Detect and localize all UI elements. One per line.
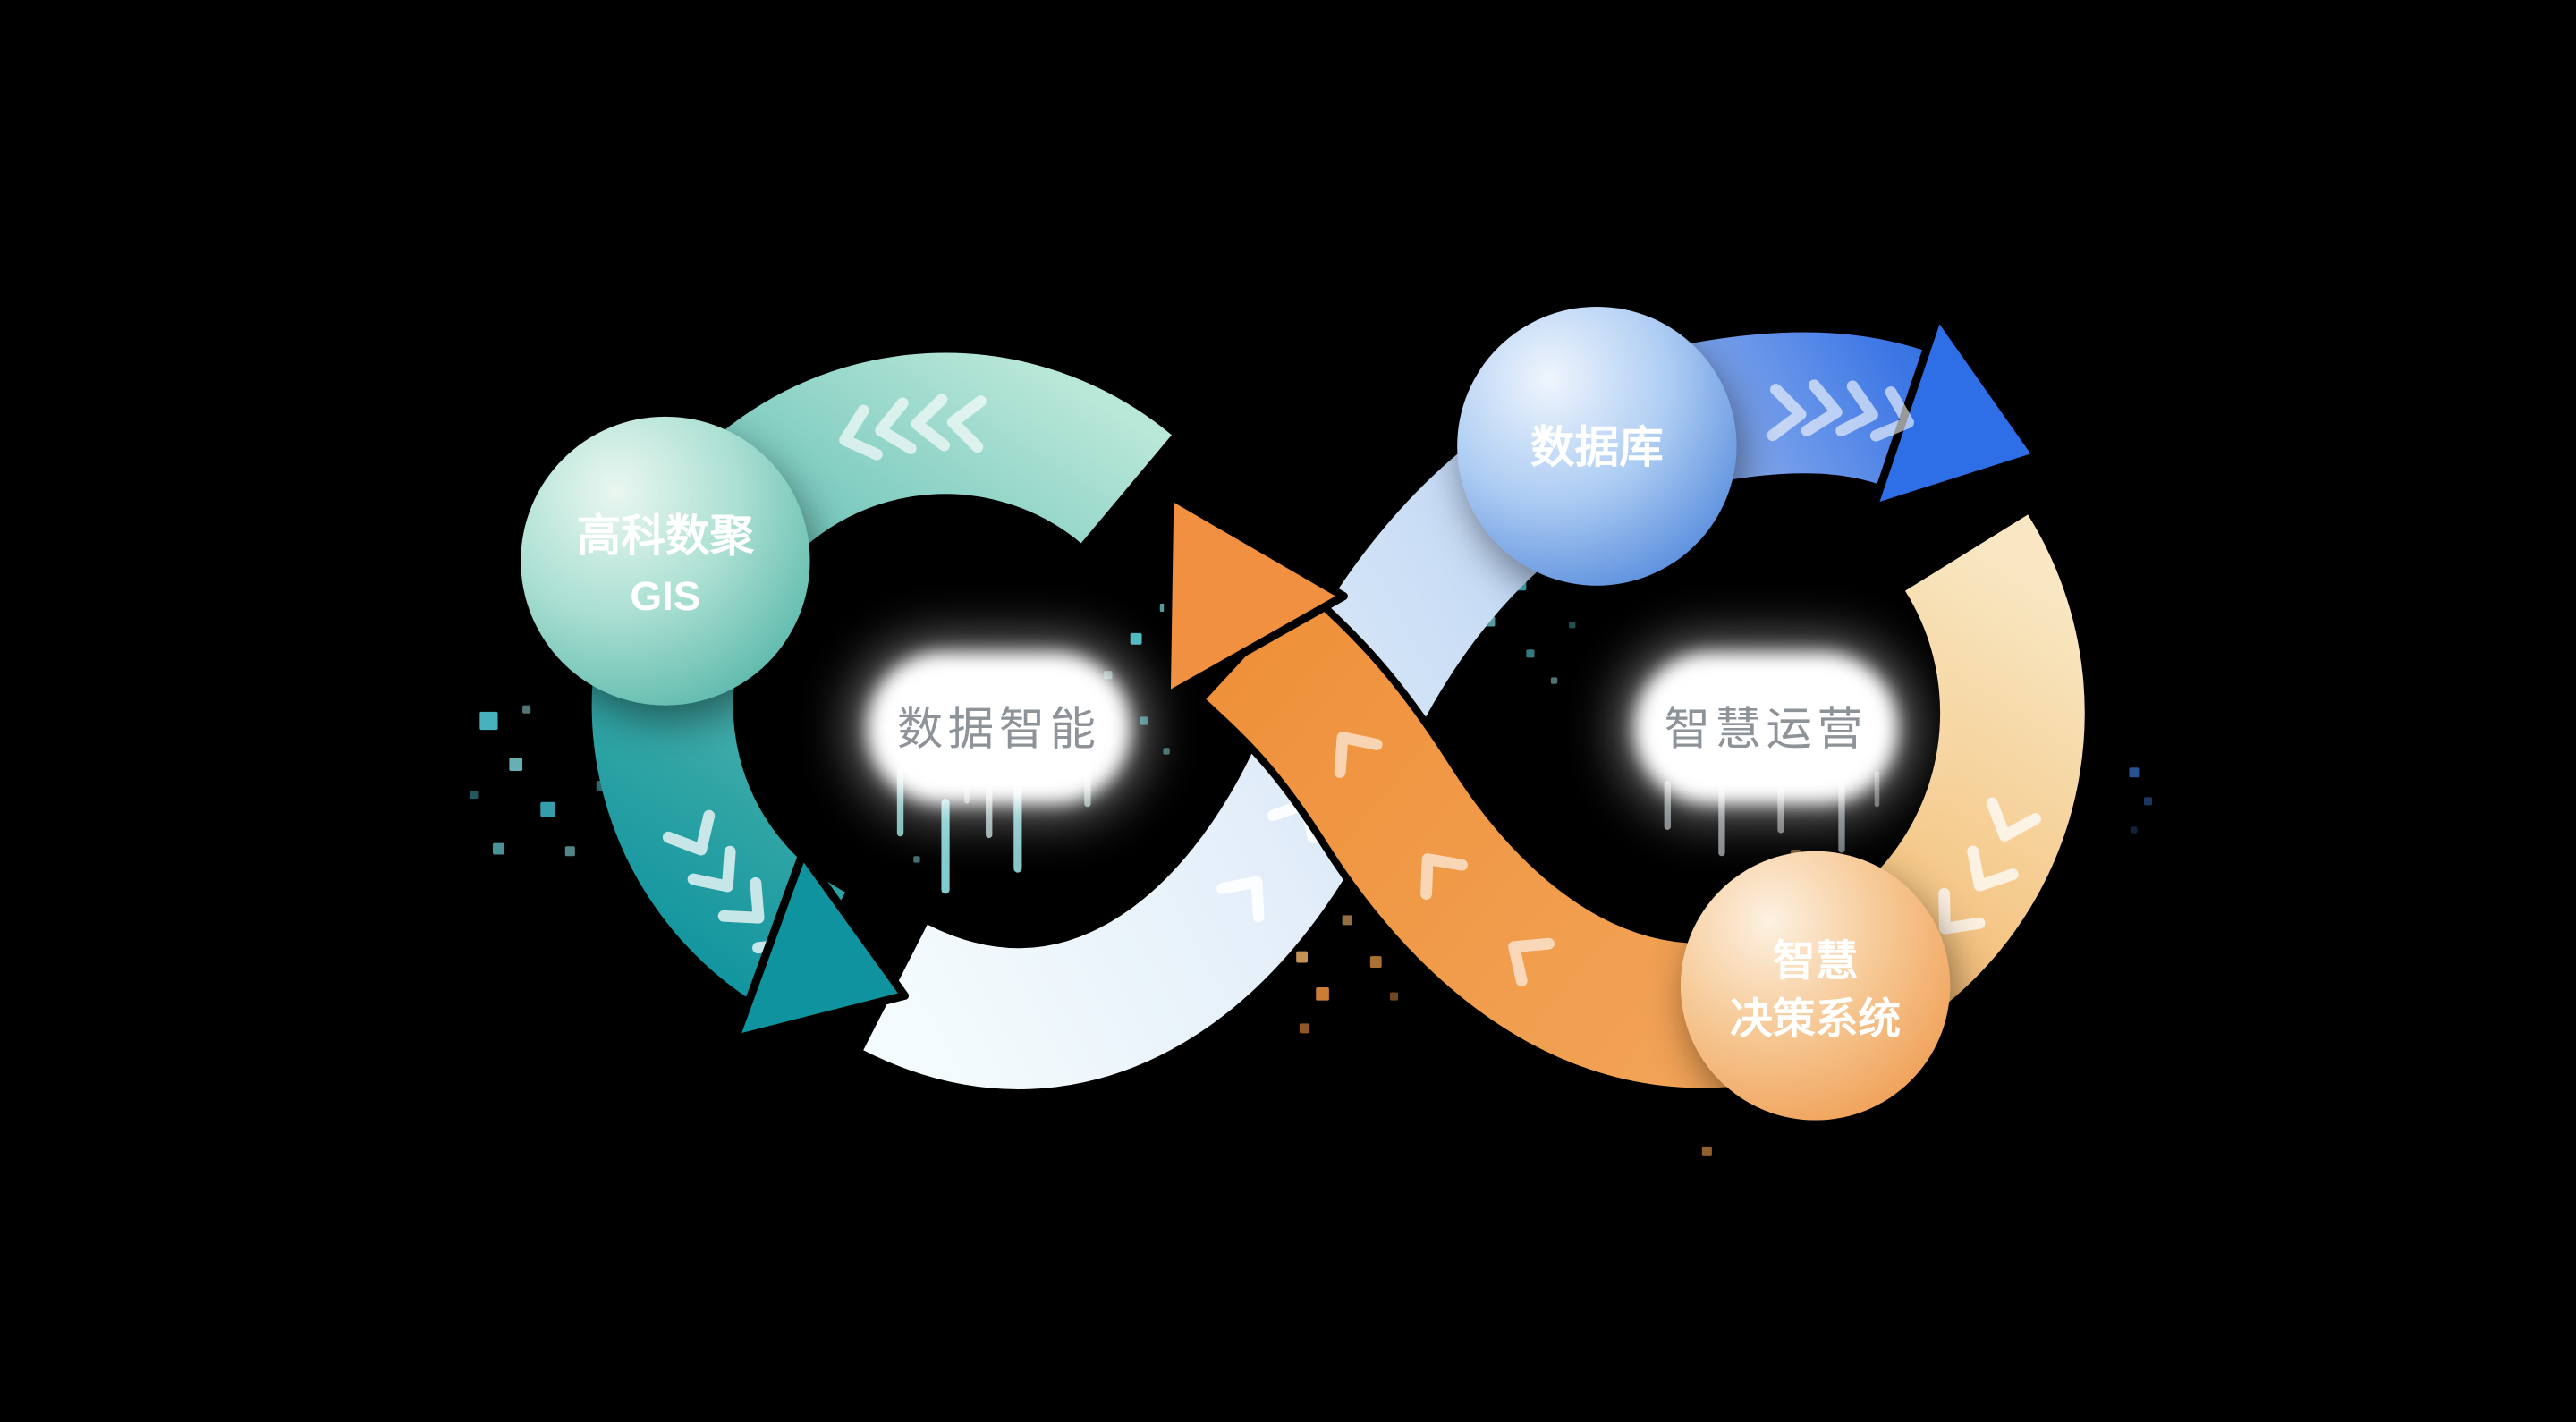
- particle: [1550, 677, 1558, 684]
- particle: [1569, 622, 1576, 629]
- pill-smart-operations: 智慧运营: [1618, 639, 1914, 817]
- chevron-icon: [1967, 845, 2019, 892]
- chevron-icon: [875, 397, 917, 454]
- chevron-icon: [1835, 380, 1878, 437]
- chevron-icon: [946, 395, 987, 453]
- chevron-icon: [1508, 937, 1555, 987]
- particle: [1299, 1023, 1309, 1034]
- chevron-icon: [1986, 797, 2041, 842]
- node-gis-label-line1: 高科数聚: [577, 511, 755, 561]
- particle: [522, 705, 531, 714]
- node-decision-label-line2: 决策系统: [1730, 995, 1901, 1043]
- chevron-icon: [1767, 384, 1807, 442]
- particle: [479, 711, 498, 731]
- particle: [2131, 826, 2138, 834]
- node-gis-label-line2: GIS: [630, 572, 700, 619]
- pill-smart-operations-label: 智慧运营: [1665, 703, 1868, 755]
- pill-background: [867, 652, 1131, 804]
- pill-background: [1634, 652, 1898, 804]
- node-database-label: 数据库: [1530, 422, 1664, 472]
- chevron-icon: [911, 394, 951, 452]
- node-database: 数据库: [1457, 306, 1737, 586]
- chevron-icon: [717, 876, 765, 924]
- chevron-icon: [839, 404, 883, 461]
- cream-band-chevrons: [1938, 797, 2041, 935]
- particle: [564, 846, 575, 857]
- particle: [2143, 797, 2153, 806]
- chevron-icon: [1216, 876, 1265, 923]
- particle: [1130, 632, 1142, 645]
- node-decision-circle: [1680, 851, 1951, 1121]
- particle: [2129, 767, 2140, 778]
- particle: [1389, 992, 1399, 1001]
- node-gis: 高科数聚 GIS: [521, 416, 810, 706]
- chevron-icon: [1334, 732, 1383, 778]
- pill-data-intelligence-label: 数据智能: [897, 703, 1101, 755]
- particle: [941, 799, 950, 894]
- particle: [1163, 748, 1170, 755]
- chevron-icon: [1420, 853, 1468, 900]
- particle: [1701, 1146, 1712, 1156]
- blue-band-chevrons: [1767, 379, 1914, 442]
- pill-data-intelligence: 数据智能: [851, 639, 1148, 817]
- orange-arrowhead-icon: [1162, 491, 1348, 701]
- particle: [1316, 987, 1329, 1001]
- chevron-icon: [662, 809, 716, 856]
- particle: [913, 856, 920, 863]
- node-decision-label-line1: 智慧: [1773, 938, 1858, 986]
- teal-top-chevrons: [839, 394, 987, 461]
- node-database-circle: [1457, 306, 1737, 586]
- chevron-icon: [687, 845, 736, 893]
- node-gis-circle: [521, 416, 810, 706]
- particle: [470, 790, 479, 800]
- particle: [509, 758, 523, 771]
- teal-arrowhead-icon: [731, 850, 910, 1044]
- particle: [1526, 649, 1535, 658]
- chevron-icon: [1801, 379, 1843, 436]
- node-decision: 智慧 决策系统: [1680, 851, 1951, 1121]
- chevron-icon: [1938, 887, 1986, 935]
- particle: [493, 842, 504, 855]
- particle: [1369, 956, 1382, 969]
- chevron-icon: [1869, 386, 1914, 442]
- particle: [1342, 915, 1352, 926]
- orange-band-chevrons: [1334, 732, 1555, 987]
- particle: [1296, 951, 1309, 963]
- particle: [540, 801, 555, 817]
